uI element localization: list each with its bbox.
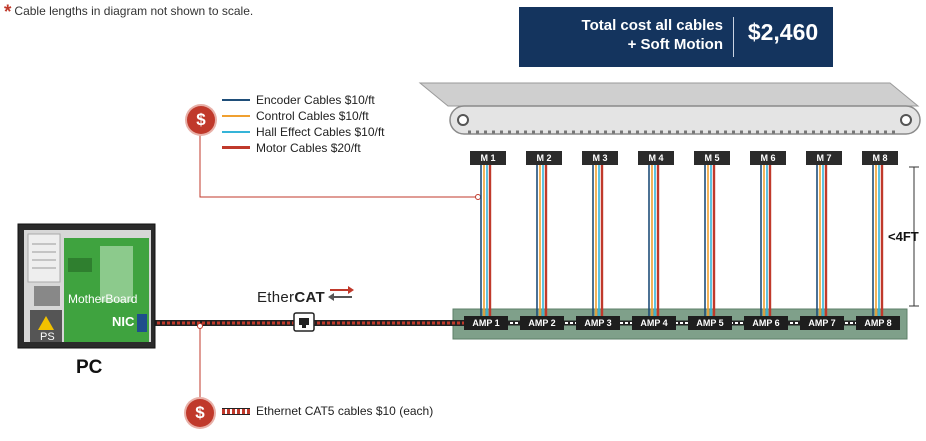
ethernet-legend-label: Ethernet CAT5 cables $10 (each)	[256, 404, 434, 418]
total-cost-value: $2,460	[747, 19, 819, 45]
hall-effect-swatch	[222, 130, 250, 133]
pc-tower	[17, 223, 156, 349]
ethercat-arrows-icon	[328, 286, 354, 301]
motherboard-label: MotherBoard	[68, 292, 138, 306]
total-cost-label-line1: Total cost all cables	[581, 17, 723, 34]
ethercat-logo-regular: Ether	[257, 289, 295, 306]
motor-6: M 6	[750, 151, 786, 165]
height-label: <4FT	[888, 229, 919, 244]
ethercat-logo-bold: CAT	[294, 289, 325, 306]
legend-item-hall-effect: Hall Effect Cables $10/ft	[222, 124, 385, 139]
amp-3: AMP 3	[576, 316, 620, 330]
amp-8: AMP 8	[856, 316, 900, 330]
legend-item-encoder: Encoder Cables $10/ft	[222, 92, 375, 107]
motor-7: M 7	[806, 151, 842, 165]
legend-label: Motor Cables $20/ft	[256, 140, 361, 155]
dollar-icon: $	[186, 399, 214, 427]
legend-item-control: Control Cables $10/ft	[222, 108, 369, 123]
amp-6: AMP 6	[744, 316, 788, 330]
amp-5: AMP 5	[688, 316, 732, 330]
scale-note-text: Cable lengths in diagram not shown to sc…	[14, 4, 254, 18]
power-supply-label: PS	[40, 331, 55, 343]
legend-label: Encoder Cables $10/ft	[256, 92, 375, 107]
total-cost-label-line2: + Soft Motion	[627, 36, 723, 53]
nic-label: NIC	[112, 314, 135, 329]
legend-item-motor: Motor Cables $20/ft	[222, 140, 361, 155]
legend-label: Hall Effect Cables $10/ft	[256, 124, 385, 139]
motor-8: M 8	[862, 151, 898, 165]
scale-note: *Cable lengths in diagram not shown to s…	[4, 2, 253, 24]
amp-1: AMP 1	[464, 316, 508, 330]
motor-1: M 1	[470, 151, 506, 165]
height-dimension	[909, 166, 919, 307]
conveyor-belt	[418, 82, 921, 135]
ethernet-jack-icon	[293, 312, 315, 332]
control-swatch	[222, 114, 250, 117]
total-cost-label: Total cost all cables + Soft Motion	[539, 16, 723, 54]
asterisk-icon: *	[4, 2, 12, 23]
amp-7: AMP 7	[800, 316, 844, 330]
motor-4: M 4	[638, 151, 674, 165]
amp-2: AMP 2	[520, 316, 564, 330]
motor-2: M 2	[526, 151, 562, 165]
total-cost-box: Total cost all cables + Soft Motion $2,4…	[519, 7, 833, 67]
motor-3: M 3	[582, 151, 618, 165]
encoder-callout-line	[199, 134, 478, 198]
amp-4: AMP 4	[632, 316, 676, 330]
legend-item-ethernet: Ethernet CAT5 cables $10 (each)	[222, 404, 433, 418]
legend-label: Control Cables $10/ft	[256, 108, 369, 123]
ethercat-logo: EtherCAT	[257, 289, 325, 306]
motor-5: M 5	[694, 151, 730, 165]
pc-label: PC	[76, 357, 103, 378]
cost-divider	[733, 17, 734, 57]
motor-swatch	[222, 146, 250, 150]
dollar-icon: $	[187, 106, 215, 134]
encoder-swatch	[222, 98, 250, 101]
ethernet-swatch	[222, 408, 250, 416]
